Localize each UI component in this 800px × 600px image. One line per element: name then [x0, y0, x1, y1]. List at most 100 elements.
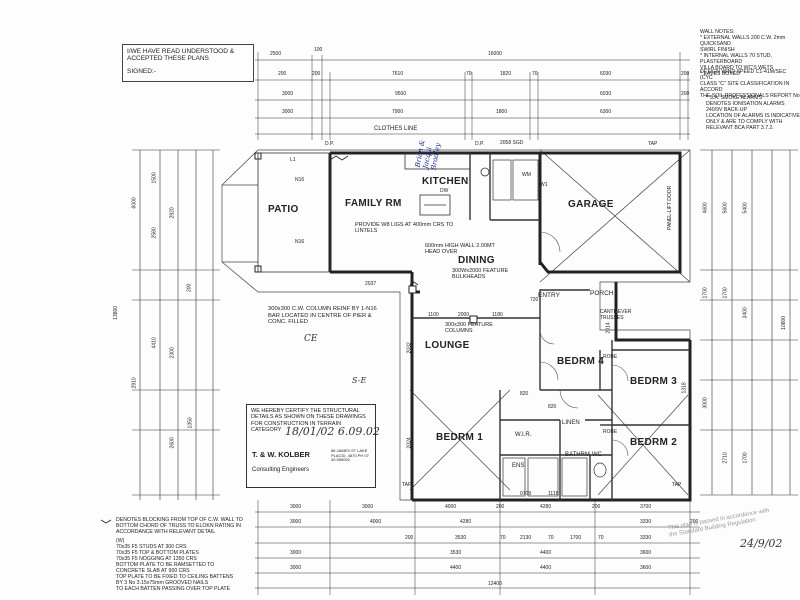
wall-notes-line: VILLA BOARD TO WC'S WETS	[700, 64, 774, 71]
left-dim-2: 2580	[151, 227, 158, 239]
kitchen-bench	[404, 152, 490, 216]
right-dim-7: 2710	[722, 452, 729, 464]
dim-r2-d: 70	[466, 71, 472, 77]
left-dim-8: 2600	[169, 437, 176, 449]
bdim-r1-a: 3000	[290, 504, 302, 510]
door-size: 820	[548, 404, 557, 410]
top-dimension-lines	[255, 52, 690, 140]
design-note-line: THE SOIL PROFESSIONALS REPORT No	[700, 92, 800, 99]
wall-notes-line: * EXTERNAL WALLS 200 C.W. 2mm QUICKSAND	[700, 34, 786, 47]
bdim-total: 12400	[488, 581, 502, 587]
room-kitchen: KITCHEN	[422, 176, 469, 187]
door-size: 820	[520, 391, 529, 397]
right-dim-1: 5600	[722, 202, 729, 214]
blocking-markers	[100, 155, 419, 524]
stud-note-line: 70x35 F5 TOP & BOTTOM PLATES	[116, 549, 199, 556]
room-lounge: LOUNGE	[425, 340, 470, 351]
bdim-r1-d: 200	[496, 504, 505, 510]
bdim-r5-d: 3600	[640, 565, 652, 571]
left-dim-4: 200	[186, 283, 193, 293]
smoke-alarm-note: * S.A. SMOKE ALARMS DENOTES IONISATION A…	[706, 95, 800, 132]
dim-r2-b: 200	[312, 71, 321, 77]
dim-label: 2032	[406, 342, 413, 354]
sgd-label: 2058 SGD	[500, 140, 524, 146]
engineer-address: 86 JAMES ST LAKE PLACID, 4870 PH 07 40 5…	[331, 448, 369, 463]
room-dining: DINING	[458, 255, 495, 266]
stud-note-marker: (W)	[116, 538, 125, 544]
bdim-r4-a: 3000	[290, 550, 302, 556]
stud-note-line: CONCRETE SLAB AT 900 CRS	[116, 567, 190, 574]
wall-notes-line: SWIRL FINISH	[700, 46, 735, 53]
stud-note-line: 70x35 F5 NOGGING AT 1350 CRS	[116, 555, 197, 562]
smoke-note-line: LOCATION OF ALARMS IS INDICATIVE	[706, 112, 800, 119]
signoff-box: I/WE HAVE READ UNDERSTOOD & ACCEPTED THE…	[122, 44, 254, 82]
left-dim-5: 4410	[151, 337, 158, 349]
bdim-r3-h: 3330	[640, 535, 652, 541]
tap-label: TAP	[648, 141, 658, 147]
door-size: 720	[530, 297, 539, 303]
door-swings	[539, 231, 629, 457]
dim-r3-d: 200	[681, 91, 690, 97]
bdim-r1-g: 3700	[640, 504, 652, 510]
room-wir: W.I.R.	[515, 432, 532, 438]
bdim-r3-f: 1700	[570, 535, 582, 541]
bdim-r3-g: 70	[598, 535, 604, 541]
signoff-signed-label: SIGNED:-	[127, 68, 156, 75]
dp-label: D.P.	[325, 141, 335, 147]
dim-label: 2037	[365, 281, 377, 287]
dim-r2-e: 1820	[500, 71, 512, 77]
left-dim-1: 1500	[151, 172, 158, 184]
dim-16000: 16000	[488, 51, 502, 57]
room-bath: BATHRM	[565, 452, 590, 458]
engineer-subtitle: Consulting Engineers	[252, 467, 310, 473]
bdim-r1-c: 4000	[445, 504, 457, 510]
room-family: FAMILY RM	[345, 198, 402, 209]
tap-label: TAP	[672, 482, 682, 488]
bdim-r5-b: 4400	[450, 565, 462, 571]
dim-label: 1118	[548, 491, 559, 497]
bulkhead-note: 300Wx2000 FEATURE BULKHEADS	[452, 268, 509, 281]
left-dim-total: 13800	[113, 305, 120, 320]
left-dim-9: 2910	[131, 377, 138, 389]
dim-r4-a: 3000	[282, 109, 294, 115]
design-note-line: CLASS "C" SITE CLASSIFICATION IN ACCORD	[700, 80, 790, 93]
room-bed4: BEDRM 4	[557, 356, 605, 367]
patio-outline	[257, 152, 331, 273]
n16-label: N16	[295, 239, 305, 245]
stud-note: (W) 70x35 F5 STUDS AT 300 CRS 70x35 F5 T…	[116, 538, 246, 593]
wall-notes-title: WALL NOTES:	[700, 29, 735, 35]
bdim-r3-b: 3530	[455, 535, 467, 541]
dim-label: 0709	[520, 491, 532, 497]
room-bed2: BEDRM 2	[630, 437, 678, 448]
label-dw: DW	[440, 188, 449, 194]
engineer-certification-box: WE HEREBY CERTIFY THE STRUCTURAL DETAILS…	[246, 404, 376, 488]
bdim-r4-c: 4400	[540, 550, 552, 556]
handwritten-initials: S-E	[352, 376, 367, 385]
room-entry: ENTRY	[538, 292, 560, 299]
engineer-firm: T. & W. KOLBER	[252, 450, 310, 459]
smoke-note-line: 240/9V BACK-UP	[706, 106, 747, 113]
panel-lift-label: PANEL-LIFT DOOR	[667, 185, 673, 230]
robe-label: ROBE	[603, 354, 618, 360]
smoke-note-line: ONLY & ARE TO COMPLY WITH	[706, 118, 783, 125]
bdim-r3-c: 70	[500, 535, 506, 541]
bdim-r4-b: 3530	[450, 550, 462, 556]
bdim-r3-d: 2130	[520, 535, 532, 541]
bdim-r1-e: 4280	[540, 504, 552, 510]
handwritten-date: 18/01/02 6.09.02	[285, 425, 380, 438]
room-wc: WC	[592, 452, 602, 458]
bathroom-fixtures	[492, 159, 607, 497]
roof-outline	[221, 149, 691, 501]
dim-100: 100	[314, 47, 323, 53]
dim-label: 1100	[428, 312, 439, 318]
bdim-r3-e: 70	[548, 535, 554, 541]
bdim-r4-d: 3600	[640, 550, 652, 556]
certification-text: WE HEREBY CERTIFY THE STRUCTURAL DETAILS…	[251, 408, 366, 433]
dim-label: 2000	[458, 312, 470, 318]
smoke-note-line: * S.A. SMOKE ALARMS	[706, 95, 762, 101]
bdim-r1-b: 3000	[362, 504, 374, 510]
dim-2500: 2500	[270, 51, 282, 57]
column-note: 300x300 C.W. COLUMN REINF BY 1-N16 BAR L…	[268, 306, 377, 326]
room-patio: PATIO	[268, 204, 299, 215]
